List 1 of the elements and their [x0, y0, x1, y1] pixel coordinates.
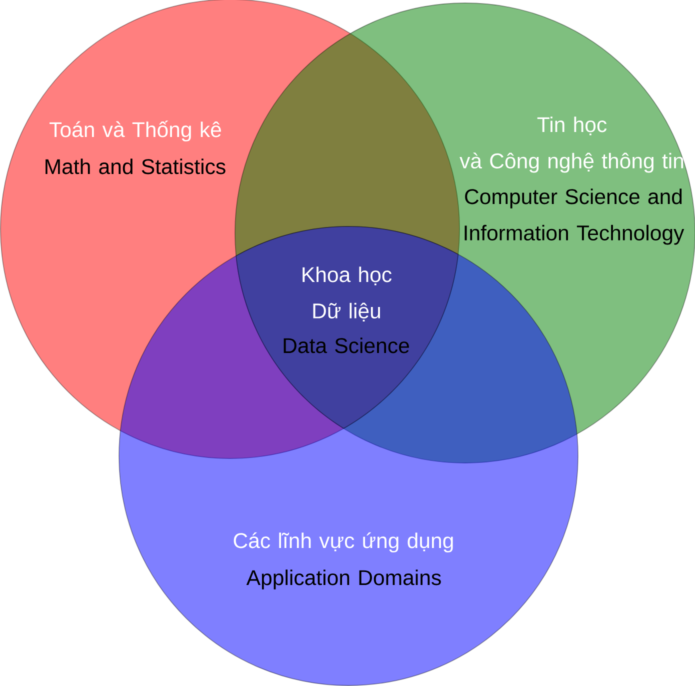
overlap-region: Khoa học Dữ liệu Data Science [236, 226, 459, 429]
